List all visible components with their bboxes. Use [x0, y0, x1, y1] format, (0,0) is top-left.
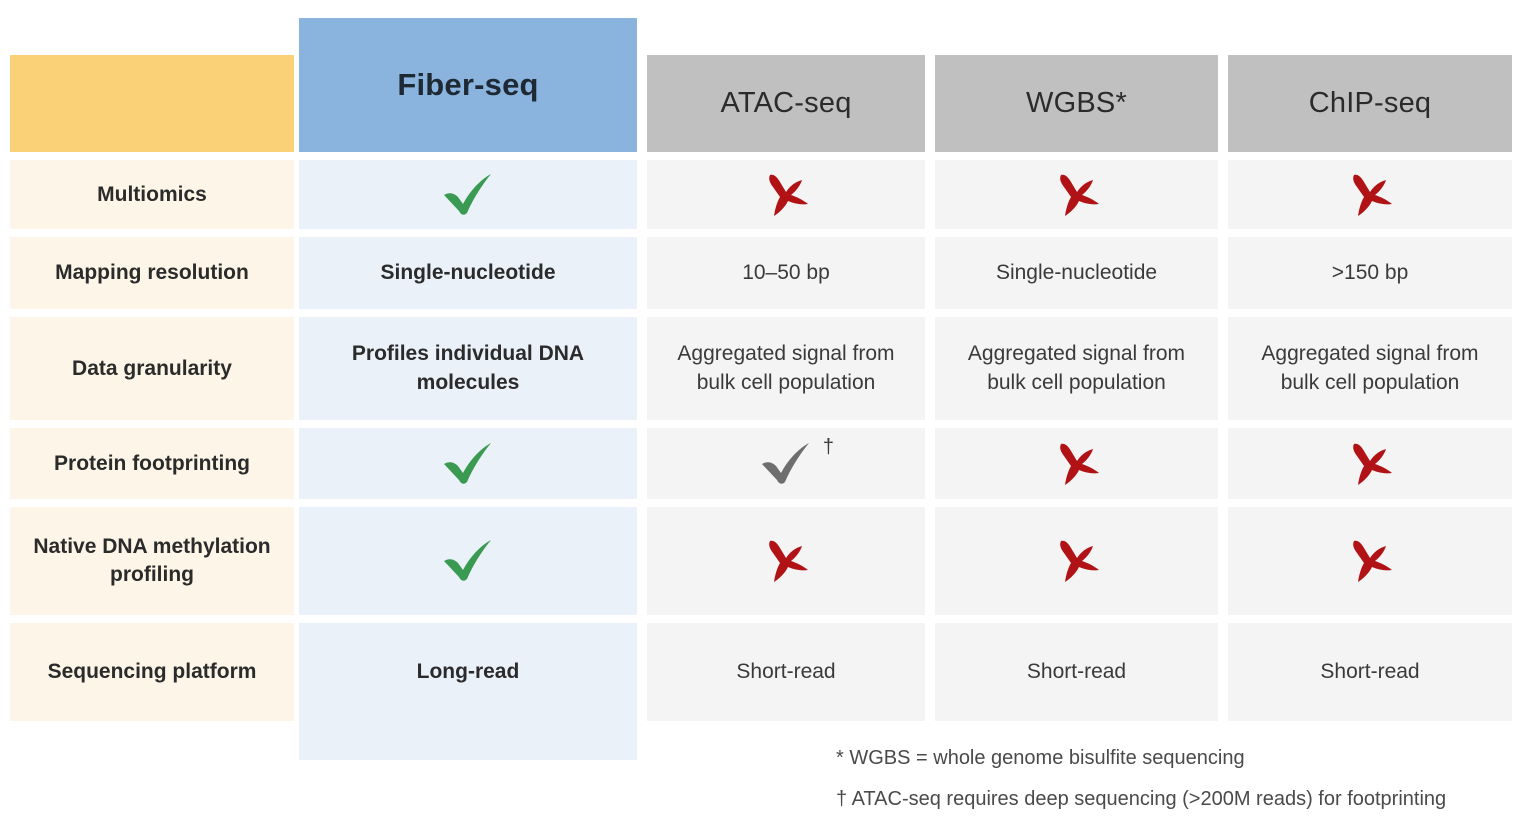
cell-atac-row3: †	[647, 428, 925, 499]
cell-value: Aggregated signal from bulk cell populat…	[967, 342, 1186, 394]
check-green-icon	[442, 172, 494, 218]
cell-value: Short-read	[1026, 659, 1127, 683]
cell-atac-row4	[647, 507, 925, 615]
cross-red-icon	[1345, 539, 1395, 583]
cell-value: >150 bp	[1331, 260, 1409, 284]
cross-red-icon	[761, 173, 811, 217]
cell-wgbs-row5: Short-read	[935, 623, 1218, 721]
row-header-0: Multiomics	[10, 160, 294, 229]
column-header-label: WGBS*	[1026, 87, 1127, 119]
cell-value: Aggregated signal from bulk cell populat…	[677, 342, 895, 394]
column-header-fiberseq: Fiber-seq	[299, 18, 637, 152]
cell-wgbs-row3	[935, 428, 1218, 499]
cell-value: Single-nucleotide	[995, 260, 1158, 284]
footnote-2: † ATAC-seq requires deep sequencing (>20…	[836, 788, 1447, 810]
cell-atac-row5: Short-read	[647, 623, 925, 721]
cell-value: Short-read	[736, 659, 836, 683]
cell-value: Aggregated signal from bulk cell populat…	[1261, 342, 1479, 394]
column-header-label	[10, 55, 294, 152]
column-header-label: Fiber-seq	[397, 67, 539, 102]
cell-fiberseq-row3	[299, 428, 637, 499]
cross-red-icon	[1345, 173, 1395, 217]
cross-red-icon	[761, 539, 811, 583]
row-header-label: Multiomics	[97, 182, 207, 206]
row-header-label: Data granularity	[72, 356, 232, 380]
cell-atac-row0	[647, 160, 925, 229]
footnotes: * WGBS = whole genome bisulfite sequenci…	[836, 748, 1536, 830]
row-header-2: Data granularity	[10, 317, 294, 420]
cell-fiberseq-row0	[299, 160, 637, 229]
cell-fiberseq-row4	[299, 507, 637, 615]
cell-chip-row3	[1228, 428, 1512, 499]
row-header-label: Sequencing platform	[47, 660, 257, 684]
cross-red-icon	[1052, 539, 1102, 583]
cell-wgbs-row0	[935, 160, 1218, 229]
cell-value: Single-nucleotide	[380, 260, 556, 284]
cross-red-icon	[1345, 442, 1395, 486]
fiberseq-column-tail	[299, 721, 637, 760]
row-header-3: Protein footprinting	[10, 428, 294, 499]
row-header-5: Sequencing platform	[10, 623, 294, 721]
row-header-label: Native DNA methylation profiling	[33, 535, 271, 586]
cell-chip-row2: Aggregated signal from bulk cell populat…	[1228, 317, 1512, 420]
check-green-icon	[442, 441, 494, 487]
check-green-icon	[442, 538, 494, 584]
cell-value: Long-read	[416, 659, 520, 683]
cell-atac-row1: 10–50 bp	[647, 237, 925, 309]
cross-red-icon	[1052, 442, 1102, 486]
cell-fiberseq-row5: Long-read	[299, 623, 637, 721]
column-header-label: ATAC-seq	[720, 87, 852, 119]
cell-chip-row1: >150 bp	[1228, 237, 1512, 309]
row-header-label: Mapping resolution	[55, 261, 249, 285]
cell-value: 10–50 bp	[742, 260, 830, 284]
cell-fiberseq-row1: Single-nucleotide	[299, 237, 637, 309]
cross-red-icon	[1052, 173, 1102, 217]
column-header-chip: ChIP-seq	[1228, 55, 1512, 152]
footnote-1: * WGBS = whole genome bisulfite sequenci…	[836, 747, 1245, 769]
column-header-atac: ATAC-seq	[647, 55, 925, 152]
cell-wgbs-row1: Single-nucleotide	[935, 237, 1218, 309]
cell-chip-row5: Short-read	[1228, 623, 1512, 721]
check-gray-icon: †	[760, 437, 834, 487]
cell-value: Short-read	[1320, 659, 1420, 683]
column-header-label: ChIP-seq	[1308, 87, 1432, 119]
cell-chip-row4	[1228, 507, 1512, 615]
cell-atac-row2: Aggregated signal from bulk cell populat…	[647, 317, 925, 420]
cell-wgbs-row4	[935, 507, 1218, 615]
row-header-label: Protein footprinting	[54, 451, 250, 475]
cell-wgbs-row2: Aggregated signal from bulk cell populat…	[935, 317, 1218, 420]
cell-value: Profiles individual DNA molecules	[351, 342, 585, 394]
row-header-1: Mapping resolution	[10, 237, 294, 309]
column-header-wgbs: WGBS*	[935, 55, 1218, 152]
cell-fiberseq-row2: Profiles individual DNA molecules	[299, 317, 637, 420]
dagger-footnote-marker: †	[822, 435, 834, 458]
row-header-4: Native DNA methylation profiling	[10, 507, 294, 615]
cell-chip-row0	[1228, 160, 1512, 229]
